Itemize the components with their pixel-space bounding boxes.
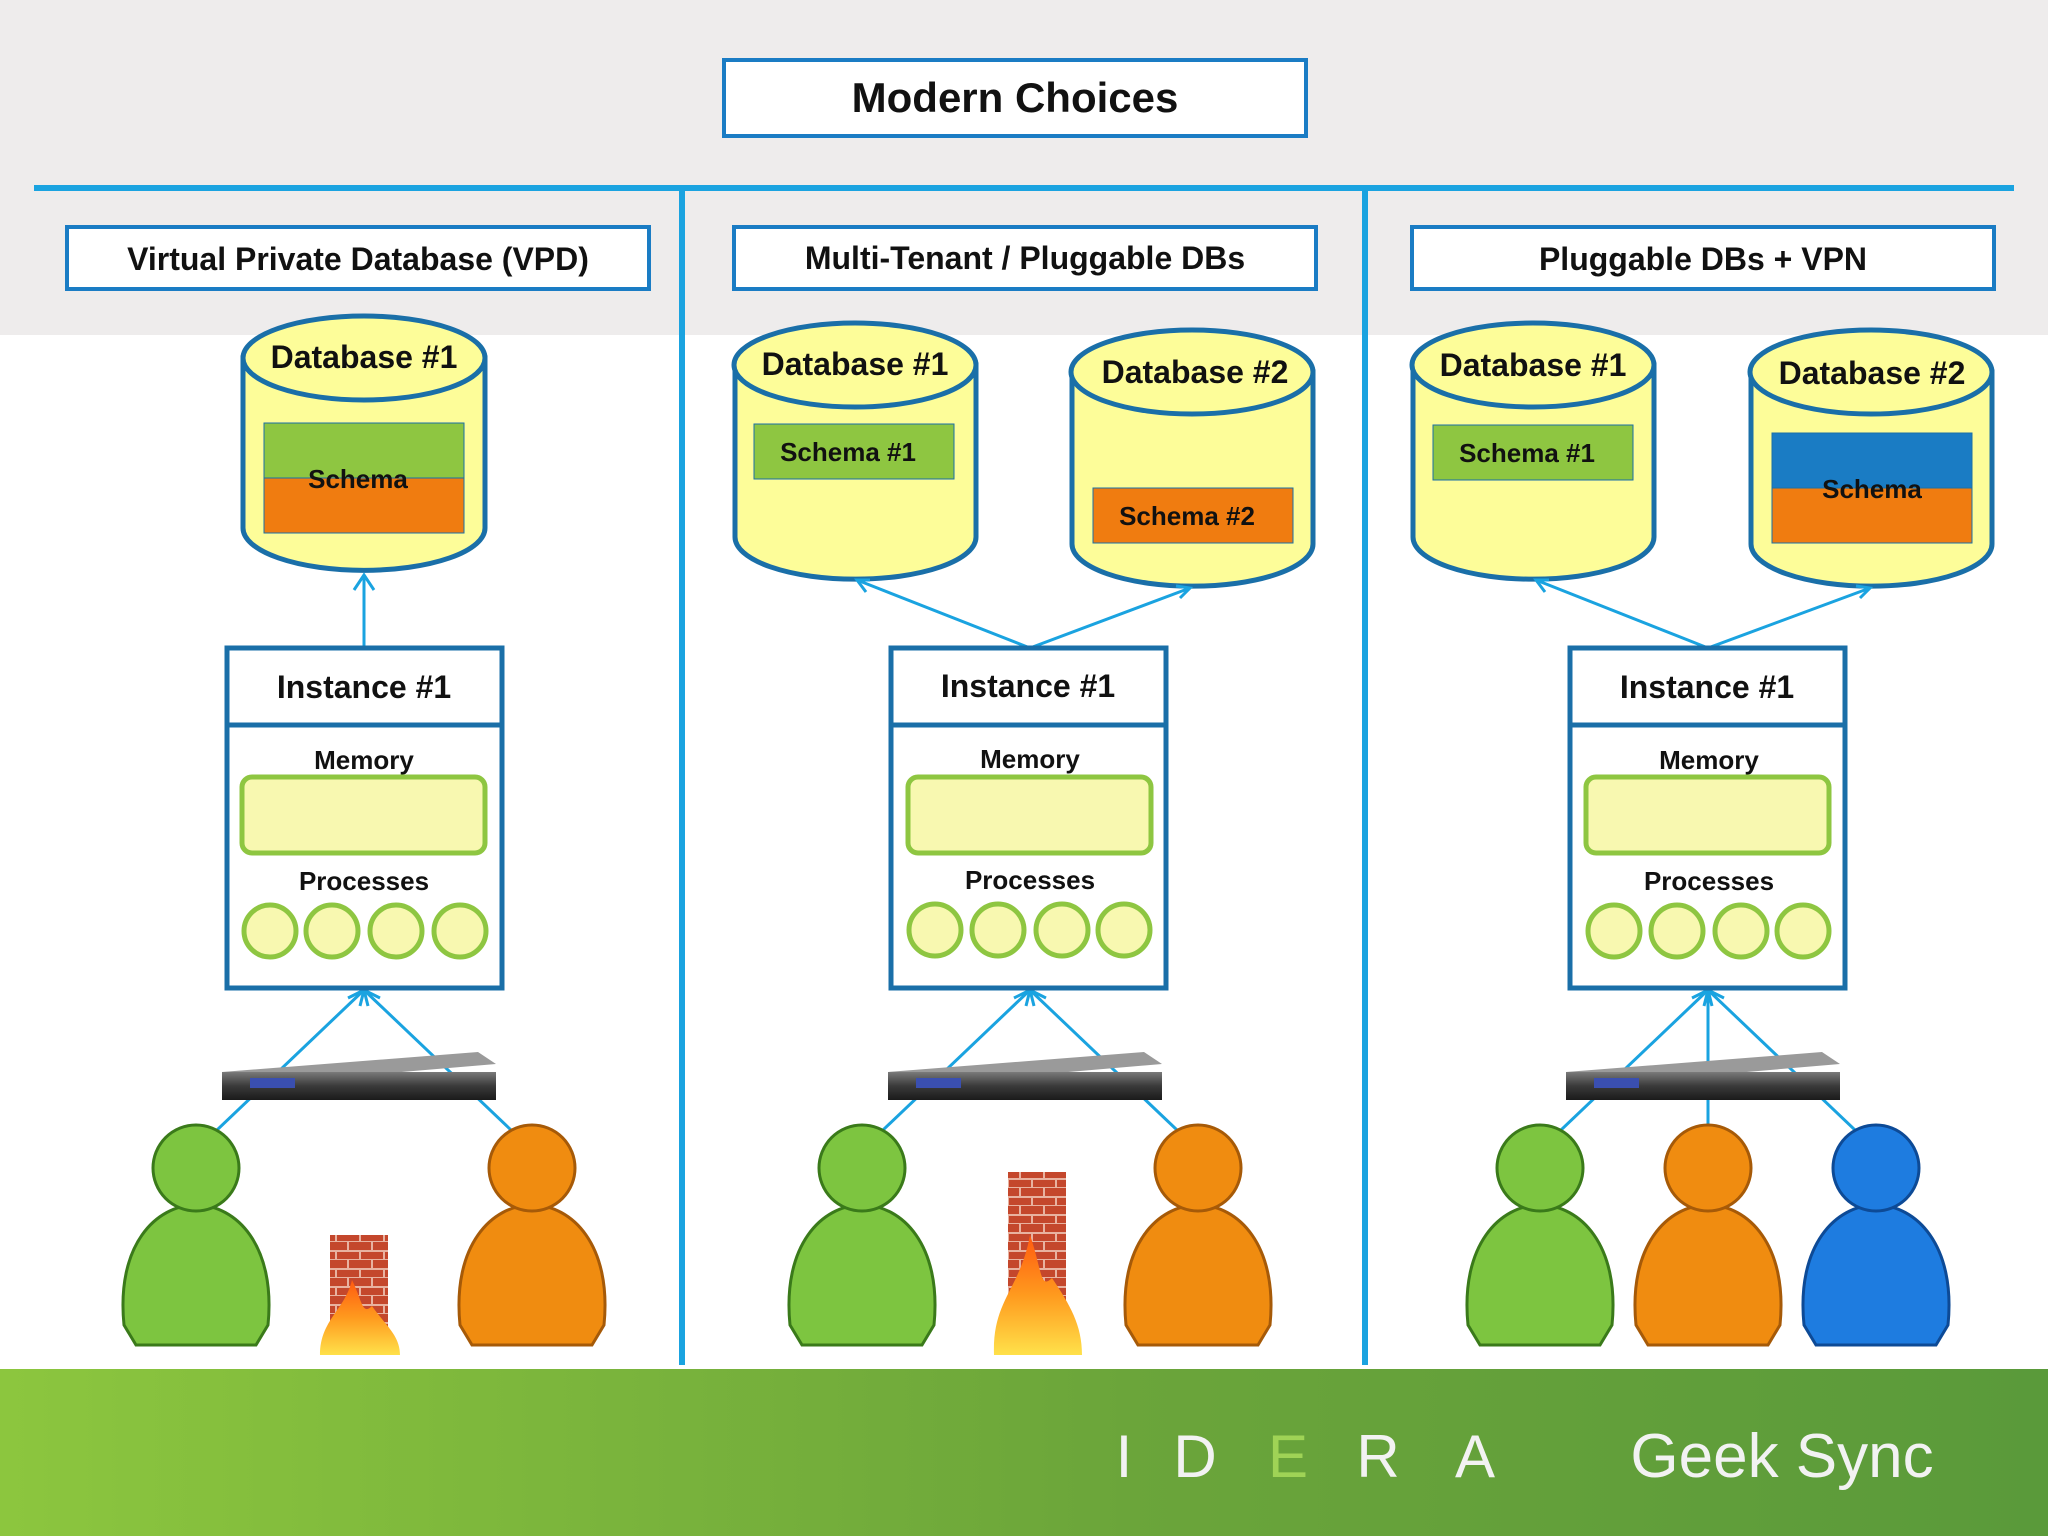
process-circles <box>1585 902 1832 960</box>
processes-label: Processes <box>965 865 1095 895</box>
database-cylinder: Database #1 Schema #1 <box>1409 320 1657 582</box>
user-green-icon <box>1465 1123 1615 1347</box>
panel-heading: Virtual Private Database (VPD) <box>127 241 589 277</box>
schema-label: Schema #2 <box>1119 501 1255 531</box>
instance-box: Instance #1 Memory Processes <box>888 645 1169 991</box>
title-box: Modern Choices <box>722 58 1308 138</box>
memory-block <box>239 774 488 856</box>
database-label: Database #2 <box>1102 354 1289 390</box>
user-blue-icon <box>1801 1123 1951 1347</box>
user-orange-icon <box>1633 1123 1783 1347</box>
firewall-icon <box>993 1172 1082 1355</box>
panel-separators <box>34 185 2014 1365</box>
footer-letter-r: R <box>1356 1423 1399 1490</box>
footer-letter-d: D <box>1173 1423 1216 1490</box>
database-cylinder: Database #2 Schema <box>1747 327 1995 589</box>
panel-heading: Pluggable DBs + VPN <box>1539 241 1867 277</box>
database-cylinder: Database #1 Schema #1 <box>731 320 979 582</box>
user-green-icon <box>121 1123 271 1347</box>
footer: I D E R A Geek Sync <box>0 1369 2048 1536</box>
memory-block <box>905 774 1154 856</box>
instance-box: Instance #1 Memory Processes <box>1567 645 1848 991</box>
instance-label: Instance #1 <box>277 669 451 705</box>
footer-letter-e: E <box>1268 1423 1308 1490</box>
process-circles <box>906 901 1153 959</box>
connector-lines <box>1533 578 1878 1152</box>
database-cylinder: Database #2 Schema #2 <box>1068 327 1316 589</box>
processes-label: Processes <box>1644 866 1774 896</box>
user-green-icon <box>787 1123 937 1347</box>
panel-vpd: Virtual Private Database (VPD) Database … <box>65 225 651 1355</box>
database-label: Database #1 <box>762 346 949 382</box>
memory-block <box>1583 774 1832 856</box>
instance-label: Instance #1 <box>1620 669 1794 705</box>
user-orange-icon <box>457 1123 607 1347</box>
server-icon <box>1566 1052 1840 1100</box>
panel-multitenant: Multi-Tenant / Pluggable DBs Database #1… <box>731 225 1318 1355</box>
user-orange-icon <box>1123 1123 1273 1347</box>
panel-heading-box <box>65 225 651 291</box>
memory-label: Memory <box>980 744 1080 774</box>
panel-heading-box <box>1410 225 1996 291</box>
server-icon <box>888 1052 1162 1100</box>
page-title: Modern Choices <box>852 74 1179 121</box>
server-icon <box>222 1052 496 1100</box>
footer-tagline: Geek Sync <box>1630 1422 1933 1491</box>
schema-label: Schema <box>308 464 408 494</box>
panel-heading: Multi-Tenant / Pluggable DBs <box>805 240 1245 276</box>
memory-label: Memory <box>314 745 414 775</box>
database-label: Database #1 <box>271 339 458 375</box>
database-cylinder: Database #1 Schema <box>240 313 488 573</box>
schema-label: Schema #1 <box>1459 438 1595 468</box>
processes-label: Processes <box>299 866 429 896</box>
database-label: Database #2 <box>1779 355 1966 391</box>
panel-heading-box <box>732 225 1318 291</box>
instance-box: Instance #1 Memory Processes <box>224 645 505 991</box>
memory-label: Memory <box>1659 745 1759 775</box>
footer-letter-a: A <box>1455 1423 1495 1490</box>
panel-pluggable-vpn: Pluggable DBs + VPN Database #1 Schema #… <box>1409 225 1996 1347</box>
database-label: Database #1 <box>1440 347 1627 383</box>
instance-label: Instance #1 <box>941 668 1115 704</box>
process-circles <box>241 902 489 960</box>
schema-label: Schema #1 <box>780 437 916 467</box>
schema-label: Schema <box>1822 474 1922 504</box>
connector-lines <box>194 572 534 1152</box>
footer-letter-i: I <box>1116 1423 1135 1490</box>
firewall-icon <box>320 1235 400 1355</box>
